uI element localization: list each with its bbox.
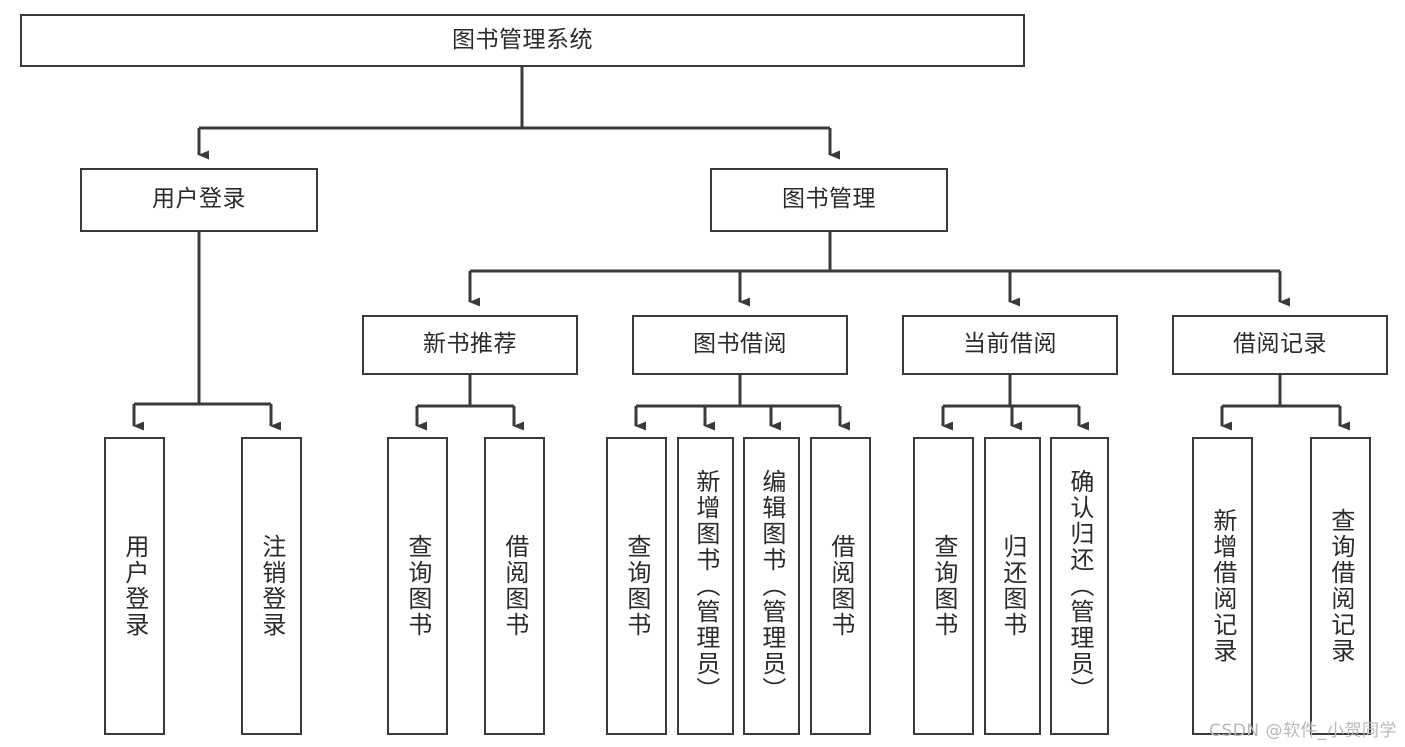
node-leaf-add-book[interactable]: 新增图书（管理员）	[677, 437, 734, 735]
node-leaf-user-logout-label: 注销登录	[257, 534, 286, 638]
node-leaf-confirm-return[interactable]: 确认归还（管理员）	[1050, 437, 1109, 735]
node-book-management-label: 图书管理	[782, 186, 876, 213]
node-leaf-add-book-label: 新增图书（管理员）	[691, 469, 720, 703]
node-leaf-add-record[interactable]: 新增借阅记录	[1192, 437, 1253, 735]
node-leaf-query-book-2[interactable]: 查询图书	[606, 437, 667, 735]
node-leaf-borrow-book-2-label: 借阅图书	[826, 534, 855, 638]
node-leaf-query-record[interactable]: 查询借阅记录	[1310, 437, 1371, 735]
node-book-borrow-label: 图书借阅	[693, 331, 787, 358]
watermark: CSDN @软件_小贺同学	[1209, 721, 1397, 741]
node-leaf-borrow-book-1[interactable]: 借阅图书	[484, 437, 545, 735]
node-leaf-edit-book[interactable]: 编辑图书（管理员）	[743, 437, 800, 735]
node-leaf-return-book-label: 归还图书	[998, 534, 1027, 638]
node-new-book-recommend-label: 新书推荐	[423, 331, 517, 358]
node-leaf-user-login[interactable]: 用户登录	[104, 437, 165, 735]
node-current-borrow-label: 当前借阅	[963, 331, 1057, 358]
node-user-login[interactable]: 用户登录	[80, 168, 318, 232]
node-book-borrow[interactable]: 图书借阅	[632, 315, 848, 375]
node-leaf-query-book-3-label: 查询图书	[929, 534, 958, 638]
node-book-management[interactable]: 图书管理	[710, 168, 948, 232]
node-leaf-return-book[interactable]: 归还图书	[984, 437, 1041, 735]
node-root[interactable]: 图书管理系统	[20, 14, 1025, 67]
node-user-login-label: 用户登录	[152, 186, 246, 213]
node-root-label: 图书管理系统	[452, 26, 593, 53]
node-leaf-query-record-label: 查询借阅记录	[1326, 508, 1355, 664]
node-leaf-confirm-return-label: 确认归还（管理员）	[1065, 469, 1094, 703]
node-leaf-query-book-1[interactable]: 查询图书	[387, 437, 448, 735]
node-leaf-query-book-3[interactable]: 查询图书	[913, 437, 974, 735]
node-borrow-record[interactable]: 借阅记录	[1172, 315, 1388, 375]
node-leaf-edit-book-label: 编辑图书（管理员）	[757, 469, 786, 703]
node-current-borrow[interactable]: 当前借阅	[902, 315, 1118, 375]
node-leaf-user-logout[interactable]: 注销登录	[241, 437, 302, 735]
node-leaf-query-book-2-label: 查询图书	[622, 534, 651, 638]
node-new-book-recommend[interactable]: 新书推荐	[362, 315, 578, 375]
node-leaf-add-record-label: 新增借阅记录	[1208, 508, 1237, 664]
node-leaf-borrow-book-2[interactable]: 借阅图书	[810, 437, 871, 735]
node-leaf-borrow-book-1-label: 借阅图书	[500, 534, 529, 638]
node-leaf-query-book-1-label: 查询图书	[403, 534, 432, 638]
node-borrow-record-label: 借阅记录	[1233, 331, 1327, 358]
node-leaf-user-login-label: 用户登录	[120, 534, 149, 638]
